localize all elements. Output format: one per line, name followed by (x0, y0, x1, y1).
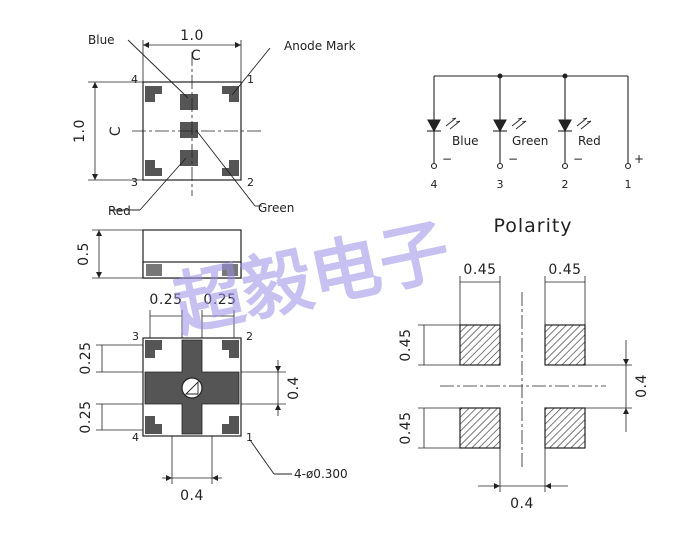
blue-label: Blue (88, 33, 115, 47)
pcb-footprint (418, 276, 632, 492)
footprint-pad-br (544, 407, 586, 449)
circuit-pin-1: 1 (625, 178, 632, 191)
footprint-pad-tr (544, 324, 586, 366)
diode-green-icon (493, 119, 507, 133)
light-emission-icons (445, 117, 592, 130)
top-pin-2: 2 (247, 176, 254, 189)
top-width-label: 1.0 (180, 28, 204, 44)
top-height-label: 1.0 (72, 119, 88, 143)
footprint-top-left-dim: 0.45 (463, 262, 496, 278)
top-pin-4: 4 (131, 73, 138, 86)
plus-sign-1: + (634, 152, 644, 166)
anode-mark-label: Anode Mark (284, 39, 356, 53)
side-height-label: 0.5 (76, 242, 92, 266)
diode-blue-icon (427, 119, 441, 133)
bottom-pin-4: 4 (132, 431, 139, 444)
bottom-bottom-dim: 0.4 (180, 488, 204, 504)
footprint-pad-bl (459, 407, 501, 449)
bottom-right-dim: 0.4 (286, 376, 302, 400)
bottom-view-outline (142, 337, 242, 437)
footprint-pad-tl (459, 324, 501, 366)
footprint-top-right-dim: 0.45 (548, 262, 581, 278)
top-pad-2 (222, 160, 239, 176)
circuit-pin-4: 4 (431, 178, 438, 191)
hole-note-label: 4-ø0.300 (294, 467, 348, 481)
red-label: Red (108, 204, 131, 218)
bottom-pin-2: 2 (246, 330, 253, 343)
die-blue (180, 94, 198, 110)
footprint-left-bottom-dim: 0.45 (398, 411, 414, 444)
bottom-left-top-dim: 0.25 (78, 341, 94, 374)
circuit-green-label: Green (512, 134, 548, 148)
bottom-left-bottom-dim: 0.25 (78, 400, 94, 433)
minus-sign-2: − (573, 152, 583, 166)
circuit-blue-label: Blue (452, 134, 479, 148)
bottom-top-right-dim: 0.25 (203, 292, 236, 308)
top-pad-3 (145, 160, 162, 176)
top-pin-1: 1 (247, 73, 254, 86)
bottom-top-left-dim: 0.25 (149, 292, 182, 308)
centerline-mark-left: C (108, 126, 124, 136)
circuit-diagram (427, 73, 632, 170)
footprint-bottom-dim: 0.4 (510, 496, 534, 512)
circuit-pin-2: 2 (562, 178, 569, 191)
top-pin-3: 3 (131, 176, 138, 189)
footprint-right-dim: 0.4 (634, 374, 650, 398)
die-green (180, 122, 198, 138)
circuit-red-label: Red (578, 134, 601, 148)
side-view (92, 229, 242, 279)
green-label: Green (258, 201, 294, 215)
top-view (88, 39, 271, 211)
bottom-pin-1: 1 (246, 431, 253, 444)
diode-red-icon (558, 119, 572, 133)
polarity-title: Polarity (493, 215, 572, 237)
bottom-view (96, 310, 292, 484)
minus-sign-3: − (508, 152, 518, 166)
top-pad-4 (145, 86, 162, 102)
circuit-pin-3: 3 (497, 178, 504, 191)
footprint-left-top-dim: 0.45 (398, 328, 414, 361)
minus-sign-4: − (442, 152, 452, 166)
centerline-mark-top: C (191, 48, 201, 64)
top-pad-1 (222, 86, 239, 102)
die-red (180, 150, 198, 166)
bottom-pin-3: 3 (132, 330, 139, 343)
